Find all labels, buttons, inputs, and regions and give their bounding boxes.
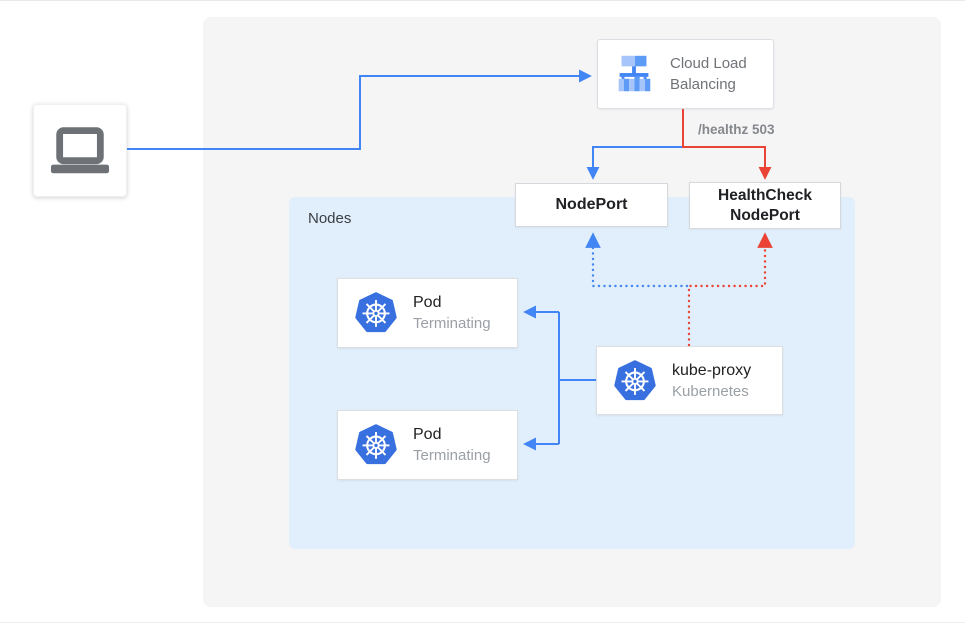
healthcheck-nodeport-label-line1: HealthCheck (718, 186, 812, 204)
nodeport-box: NodePort (515, 183, 668, 227)
laptop-icon (50, 126, 110, 173)
kubernetes-icon (614, 360, 656, 402)
cloud-load-balancing-box: Cloud Load Balancing (597, 39, 774, 109)
cloud-load-balancing-icon (618, 55, 651, 92)
healthz-503-label: /healthz 503 (698, 122, 775, 137)
pod-text: Pod Terminating (413, 294, 491, 332)
pod-title: Pod (413, 426, 442, 443)
nodeport-label: NodePort (555, 196, 628, 213)
kube-proxy-title: kube-proxy (672, 361, 752, 379)
pod-box: Pod Terminating (337, 410, 518, 480)
healthcheck-nodeport-box: HealthCheck NodePort (689, 182, 841, 229)
cloud-load-balancing-label: Cloud Load Balancing (670, 53, 747, 95)
healthcheck-nodeport-label-line2: NodePort (730, 206, 800, 224)
pod-text: Pod Terminating (413, 426, 491, 464)
pod-status: Terminating (413, 447, 491, 464)
client-box (33, 104, 127, 197)
kube-proxy-box: kube-proxy Kubernetes (596, 346, 783, 415)
pod-title: Pod (413, 294, 442, 311)
kube-proxy-subtitle: Kubernetes (672, 382, 749, 400)
pod-box: Pod Terminating (337, 278, 518, 348)
kubernetes-icon (355, 424, 397, 466)
cloud-load-balancing-label-line2: Balancing (670, 76, 736, 93)
cloud-load-balancing-label-line1: Cloud Load (670, 55, 747, 72)
nodes-label: Nodes (308, 210, 352, 227)
kube-proxy-text: kube-proxy Kubernetes (672, 362, 751, 400)
pod-status: Terminating (413, 315, 491, 332)
kubernetes-icon (355, 292, 397, 334)
